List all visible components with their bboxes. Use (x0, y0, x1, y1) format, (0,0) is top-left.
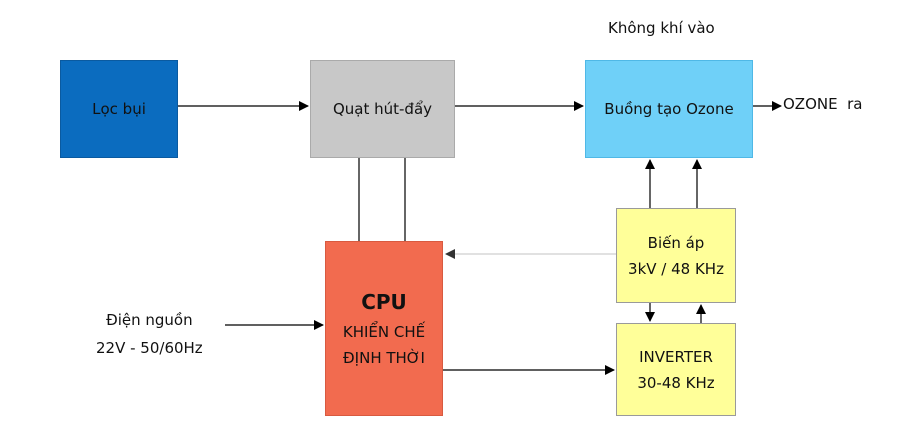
transformer-block: Biến áp 3kV / 48 KHz (616, 208, 736, 303)
power-line-2: 22V - 50/60Hz (96, 339, 203, 357)
power-source-label: Điện nguồn 22V - 50/60Hz (96, 306, 203, 362)
fan-label: Quạt hút-đẩy (332, 100, 433, 118)
cpu-line-1: KHIỂN CHẾ (342, 322, 426, 341)
inverter-line-2: 30-48 KHz (637, 373, 715, 392)
dust-filter-block: Lọc bụi (60, 60, 178, 158)
ozone-chamber-block: Buồng tạo Ozone (585, 60, 753, 158)
cpu-block: CPU KHIỂN CHẾ ĐỊNH THỜI (325, 241, 443, 416)
ozone-out-label: OZONE ra (783, 95, 863, 113)
transformer-line-1: Biến áp (647, 233, 705, 252)
dust-filter-label: Lọc bụi (92, 100, 146, 118)
power-line-1: Điện nguồn (106, 311, 193, 329)
ozone-chamber-label: Buồng tạo Ozone (604, 100, 734, 118)
transformer-line-2: 3kV / 48 KHz (628, 259, 724, 278)
inverter-line-1: INVERTER (639, 347, 713, 366)
cpu-line-2: ĐỊNH THỜI (343, 348, 425, 367)
fan-block: Quạt hút-đẩy (310, 60, 455, 158)
cpu-title: CPU (361, 289, 407, 314)
air-in-label: Không khí vào (608, 19, 715, 37)
inverter-block: INVERTER 30-48 KHz (616, 323, 736, 416)
